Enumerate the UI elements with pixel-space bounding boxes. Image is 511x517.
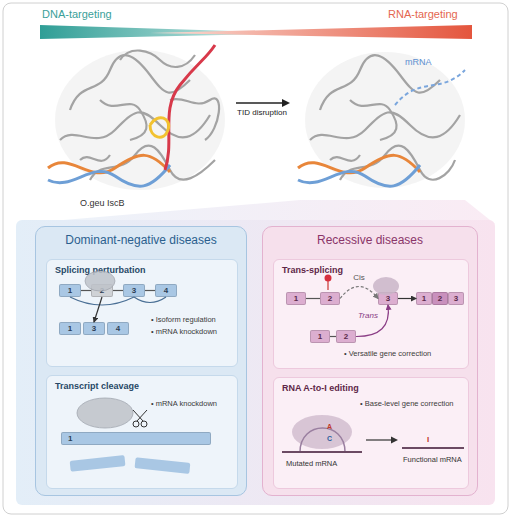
exon-box: 3 xyxy=(448,292,464,305)
exon-box: 3 xyxy=(123,284,145,297)
exon-box: 4 xyxy=(107,322,129,335)
base-letter: I xyxy=(427,435,437,444)
rna-strand xyxy=(165,45,215,170)
mrna-strand xyxy=(395,70,465,105)
bullet-text: • Versatile gene correction xyxy=(344,350,468,359)
exon-box: 4 xyxy=(155,284,177,297)
exon-box: 2 xyxy=(432,292,448,305)
exon-number: 2 xyxy=(438,294,442,303)
bullet-text: • mRNA knockdown xyxy=(151,328,237,337)
outer-frame xyxy=(3,3,508,514)
exon-number: 1 xyxy=(318,332,322,341)
panel-title: Dominant-negative diseases xyxy=(36,234,246,248)
exon-number: 4 xyxy=(164,286,168,295)
exon-number: 1 xyxy=(294,294,298,303)
exon-number: 1 xyxy=(422,294,426,303)
section-title: Trans-splicing xyxy=(282,265,452,275)
protein-ribbon xyxy=(80,155,110,161)
protein-ribbon xyxy=(340,146,455,180)
exon-number: 3 xyxy=(454,294,458,303)
method-box: RNA A-to-I editing • Base-level gene corr… xyxy=(273,377,469,489)
base-letter: A xyxy=(327,423,337,431)
protein-ribbon xyxy=(350,100,397,140)
exon-box: 1 xyxy=(310,330,330,343)
exon-number: 1 xyxy=(68,434,72,443)
section-title: RNA A-to-I editing xyxy=(282,383,452,393)
protein-ribbon xyxy=(170,98,219,140)
tid-domain xyxy=(150,118,169,137)
exon-number: 3 xyxy=(92,324,96,333)
rna-protein xyxy=(298,52,465,188)
exon-box: 1 xyxy=(61,432,211,445)
protein-ribbon xyxy=(60,112,210,140)
section-title: Transcript cleavage xyxy=(55,381,225,391)
dna-strand xyxy=(298,165,420,186)
bottom-background xyxy=(16,220,495,505)
exon-number: 1 xyxy=(68,324,72,333)
exon-number: 3 xyxy=(386,294,390,303)
axis-label: DNA-targeting xyxy=(42,8,162,21)
bullet-text: • Base-level gene correction xyxy=(360,400,466,409)
exon-number: 2 xyxy=(100,286,104,295)
method-box: Transcript cleavage • mRNA knockdown 1 xyxy=(46,375,238,489)
tid-arrow-head xyxy=(282,99,290,107)
exon-box: 3 xyxy=(378,292,398,305)
exon-box: 3 xyxy=(83,322,105,335)
edge-label: Cis xyxy=(353,272,365,281)
dna-strand xyxy=(48,165,170,186)
protein-ribbon xyxy=(90,146,215,180)
rna-label: Functional mRNA xyxy=(403,456,483,465)
exon-box: 1 xyxy=(59,284,81,297)
dna-strand xyxy=(298,155,420,172)
exon-box: 2 xyxy=(336,330,356,343)
rna-label: Mutated mRNA xyxy=(286,460,366,469)
bullet-text: • Isoform regulation xyxy=(151,316,237,325)
exon-box: 1 xyxy=(416,292,432,305)
edge-label: Trans xyxy=(358,310,378,319)
dna-strand xyxy=(48,155,170,172)
exon-number: 2 xyxy=(328,294,332,303)
exon-box: 1 xyxy=(286,292,306,305)
bullet-text: • mRNA knockdown xyxy=(151,400,237,409)
tid-arrow-line xyxy=(236,102,283,103)
protein-ribbon xyxy=(100,100,147,140)
axis-label: RNA-targeting xyxy=(388,8,498,21)
exon-box: 2 xyxy=(320,292,340,305)
rna-gradient-wedge xyxy=(150,25,472,39)
base-letter: C xyxy=(327,435,337,443)
exon-box: 2 xyxy=(91,284,113,297)
rna-label: mRNA xyxy=(405,57,445,67)
step-label: TID disruption xyxy=(230,108,294,117)
exon-number: 3 xyxy=(132,286,136,295)
exon-number: 1 xyxy=(68,286,72,295)
section-title: Splicing perturbation xyxy=(55,265,225,275)
exon-number: 2 xyxy=(344,332,348,341)
panel-title: Recessive diseases xyxy=(263,234,477,248)
method-box: Splicing perturbation • Isoform regulatio… xyxy=(46,259,238,367)
protein-name: O.geu IscB xyxy=(80,198,170,208)
exon-box: 1 xyxy=(59,322,81,335)
protein-ribbon xyxy=(310,112,460,140)
exon-number: 4 xyxy=(116,324,120,333)
disease-panel: Dominant-negative diseasesSplicing pertu… xyxy=(35,226,247,496)
protein-ribbon xyxy=(330,155,360,161)
protein-ribbon xyxy=(120,51,195,67)
